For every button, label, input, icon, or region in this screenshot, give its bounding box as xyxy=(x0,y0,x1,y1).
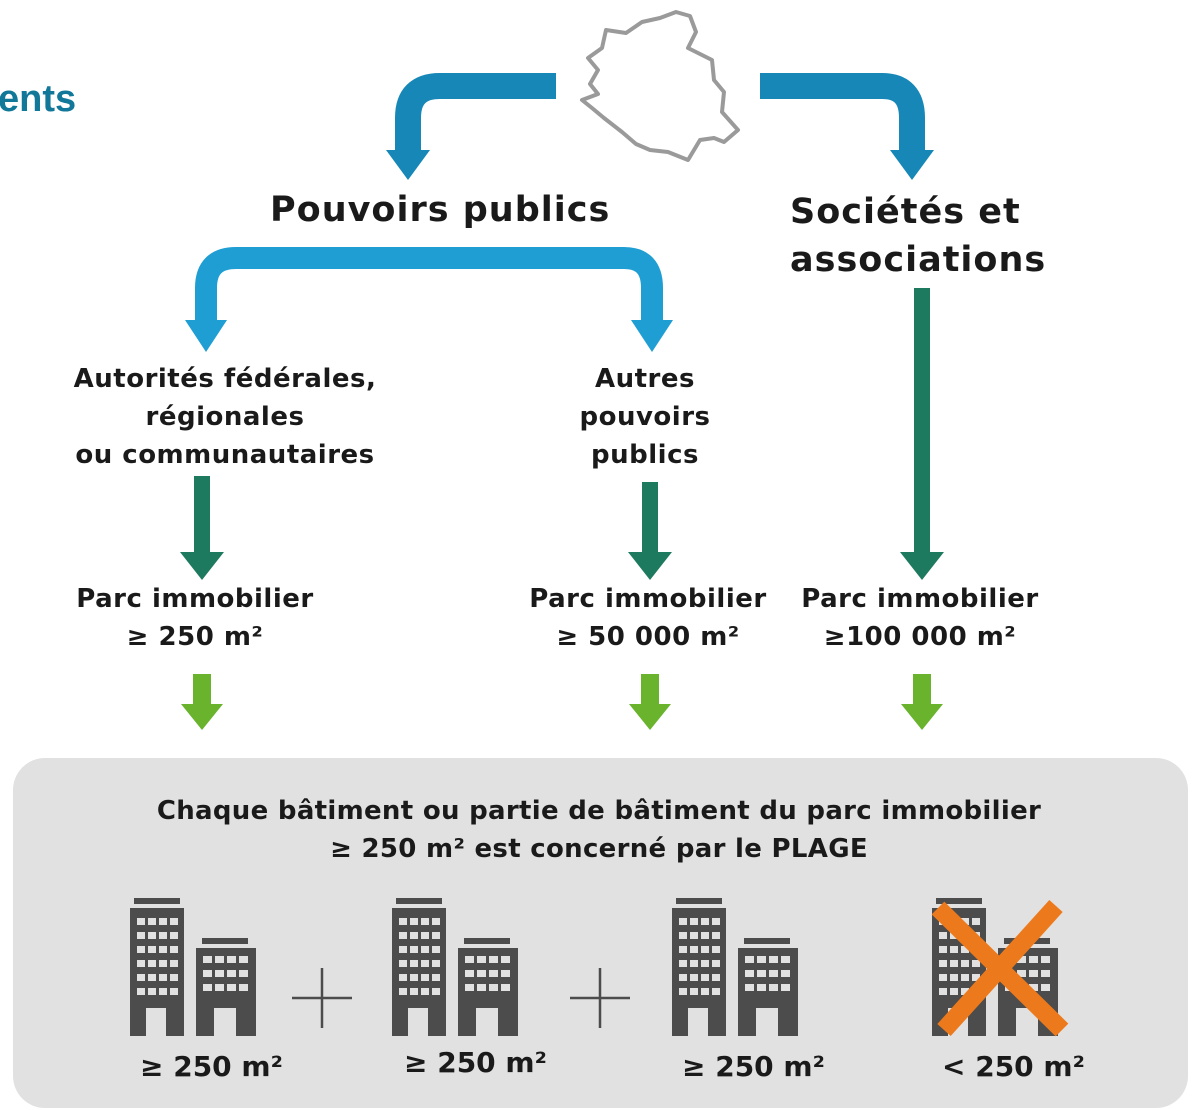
summary-line2: ≥ 250 m² est concerné par le PLAGE xyxy=(330,834,868,864)
branch-private-line2: associations xyxy=(790,240,1047,280)
branch-private-label: Sociétés et associations xyxy=(790,188,1046,284)
building-label-2: ≥ 250 m² xyxy=(404,1046,547,1079)
threshold-private: Parc immobilier ≥100 000 m² xyxy=(786,580,1054,656)
summary-text: Chaque bâtiment ou partie de bâtiment du… xyxy=(0,792,1198,868)
entity-federal-line2: régionales xyxy=(145,402,305,432)
entity-other-line1: Autres xyxy=(595,364,695,394)
branch-private-line1: Sociétés et xyxy=(790,192,1021,232)
flow-arrows xyxy=(180,10,944,730)
building-label-4: < 250 m² xyxy=(942,1050,1085,1083)
threshold-federal-line2: ≥ 250 m² xyxy=(126,622,264,652)
entity-federal-line3: ou communautaires xyxy=(75,440,375,470)
brussels-map-icon xyxy=(580,10,740,162)
threshold-federal: Parc immobilier ≥ 250 m² xyxy=(60,580,330,656)
threshold-private-line2: ≥100 000 m² xyxy=(823,622,1017,652)
threshold-other-line1: Parc immobilier xyxy=(529,584,767,614)
entity-federal-line1: Autorités fédérales, xyxy=(73,364,377,394)
building-label-1: ≥ 250 m² xyxy=(140,1050,283,1083)
threshold-other: Parc immobilier ≥ 50 000 m² xyxy=(514,580,782,656)
entity-federal: Autorités fédérales, régionales ou commu… xyxy=(60,360,390,474)
threshold-federal-line1: Parc immobilier xyxy=(76,584,314,614)
branch-public-label: Pouvoirs publics xyxy=(270,190,611,230)
entity-other-line2: pouvoirs xyxy=(579,402,711,432)
entity-other-line3: publics xyxy=(591,440,699,470)
threshold-other-line2: ≥ 50 000 m² xyxy=(556,622,740,652)
building-label-3: ≥ 250 m² xyxy=(682,1050,825,1083)
summary-line1: Chaque bâtiment ou partie de bâtiment du… xyxy=(156,796,1042,826)
entity-other: Autres pouvoirs publics xyxy=(560,360,730,474)
title-fragment: ents xyxy=(0,78,77,120)
threshold-private-line1: Parc immobilier xyxy=(801,584,1039,614)
